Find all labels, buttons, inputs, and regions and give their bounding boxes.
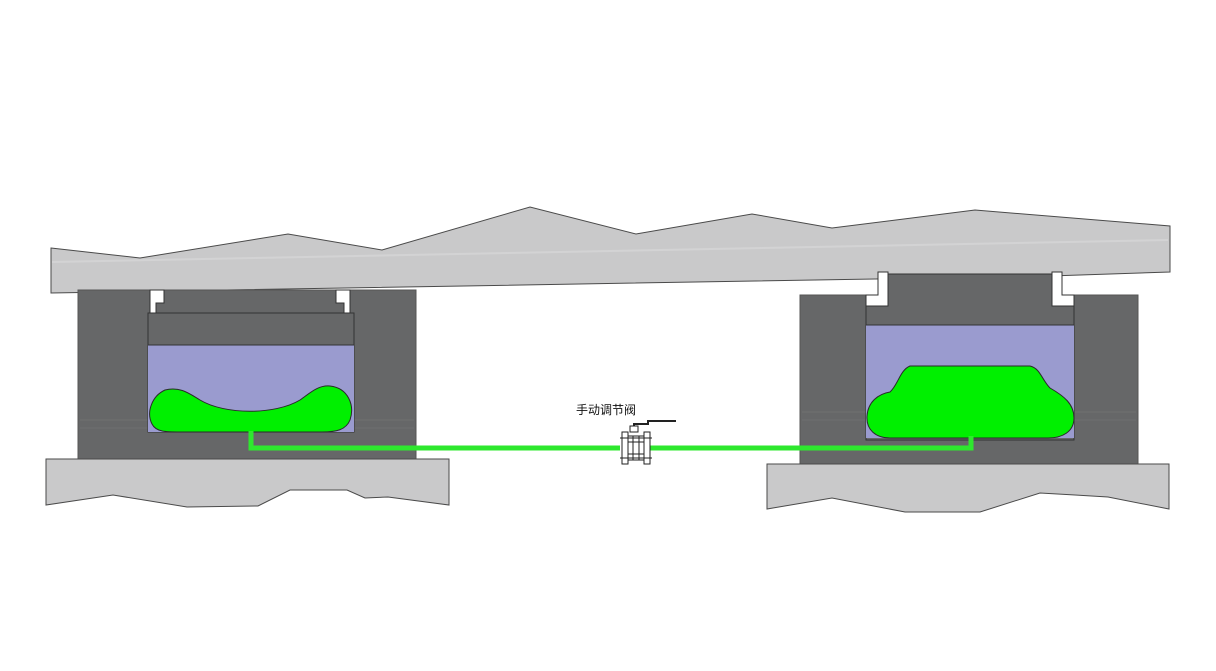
- left-base-slab: [45, 458, 450, 508]
- valve-flange-left: [621, 431, 629, 465]
- upper-slab: [50, 206, 1171, 294]
- left-support-unit: [45, 289, 620, 508]
- right-base-slab: [766, 463, 1170, 513]
- manual-valve: 手动调节阀: [576, 403, 676, 465]
- valve-handle: [633, 420, 676, 430]
- left-drain-pipe: [248, 431, 620, 451]
- right-piston: [865, 273, 1075, 326]
- right-bladder: [866, 365, 1075, 439]
- left-bladder: [149, 385, 353, 433]
- valve-label: 手动调节阀: [576, 403, 636, 417]
- right-drain-pipe: [650, 436, 974, 451]
- valve-body: [627, 435, 645, 461]
- valve-flange-right: [643, 431, 651, 465]
- right-support-unit: [650, 271, 1170, 513]
